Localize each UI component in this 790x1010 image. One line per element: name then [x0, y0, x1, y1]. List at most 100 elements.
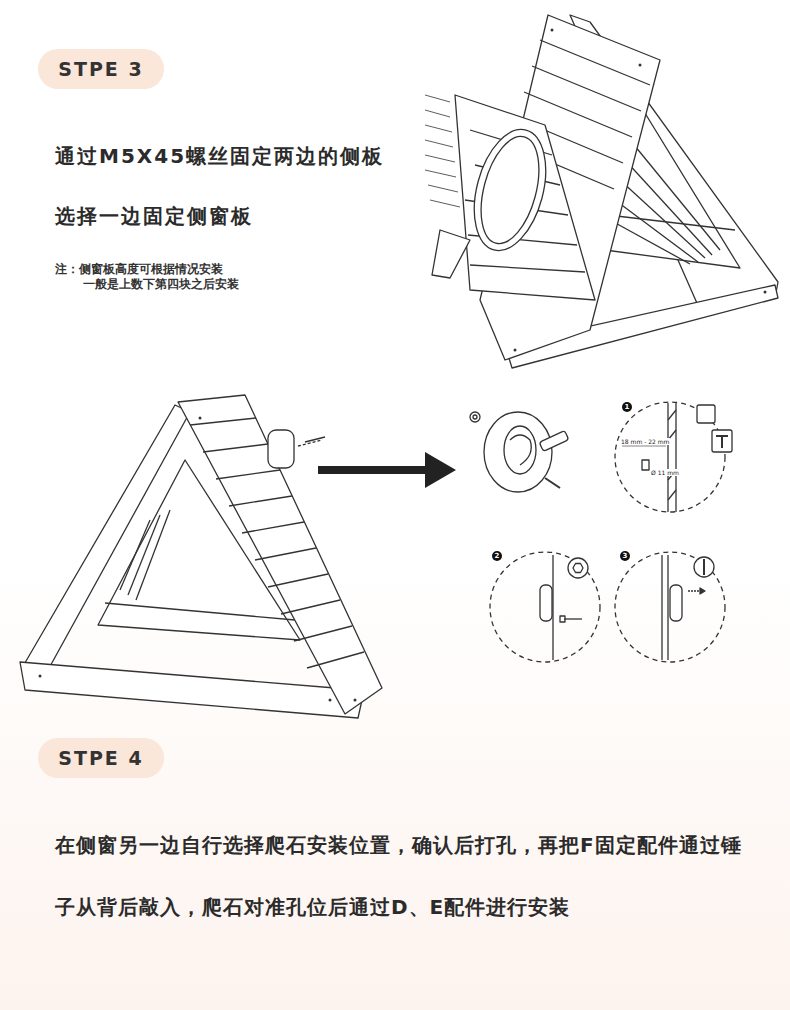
drawing-part — [305, 437, 325, 442]
drawing-part — [490, 552, 600, 662]
dimension: Ø 11 mm — [650, 469, 680, 476]
drawing-part — [470, 265, 585, 272]
drawing-part — [455, 95, 595, 300]
drawing-part — [670, 585, 682, 621]
drawing-part — [539, 431, 569, 452]
callout-number: 3 — [620, 551, 630, 561]
drawing-part — [425, 155, 455, 162]
drawing-part — [610, 220, 690, 264]
drawing-part — [668, 410, 676, 420]
drawing-part — [703, 559, 705, 575]
drawing-part — [268, 430, 294, 468]
drawing-part — [545, 478, 560, 488]
drawing-part — [630, 140, 720, 250]
drawing-part — [514, 349, 517, 352]
drawing-part — [255, 548, 316, 560]
drawing-part — [425, 95, 450, 102]
step-label: STPE 3 — [58, 58, 143, 80]
a-frame-step4 — [20, 395, 382, 718]
drawing-part — [203, 444, 268, 452]
drawing-part — [540, 585, 552, 621]
detail-3 — [662, 555, 714, 660]
big-arrow — [318, 452, 456, 488]
drawing-part — [573, 564, 583, 573]
drawing-part — [568, 558, 588, 578]
drawing-part — [128, 515, 160, 595]
drawing-part — [764, 291, 767, 294]
drawing-part — [504, 426, 536, 474]
drawing-part — [514, 29, 767, 352]
callout-number: 1 — [622, 402, 632, 412]
drawing-part — [39, 417, 357, 702]
drawing-part — [615, 200, 698, 262]
drawing-part — [721, 436, 723, 448]
drawing-part — [473, 415, 477, 419]
drawing-part — [329, 699, 332, 702]
instruction-text: 在侧窗另一边自行选择爬石安装位置，确认后打孔，再把F固定配件通过锤子从背后敲入，… — [55, 814, 755, 938]
drawing-part — [425, 110, 450, 117]
drawing-part — [564, 618, 582, 619]
drawing-part — [120, 520, 150, 590]
drawing-part — [294, 626, 352, 641]
drawing-part — [39, 675, 42, 678]
a-frame-step3 — [425, 15, 778, 368]
drawing-part — [608, 215, 735, 230]
drawing-part — [510, 435, 531, 465]
instruction-text: 通过M5X45螺丝固定两边的侧板 — [55, 143, 384, 170]
drawing-part — [615, 552, 725, 662]
drawing-part — [432, 230, 470, 278]
hold-exploded — [470, 412, 569, 492]
drawing-part — [425, 170, 456, 177]
note-text: 注：侧窗板高度可根据情况安装 一般是上数下第四块之后安装 — [55, 262, 293, 292]
drawing-part — [178, 395, 382, 714]
drawing-part — [281, 600, 340, 614]
drawing-part — [268, 574, 328, 587]
drawing-part — [425, 95, 460, 207]
drawing-part — [694, 557, 714, 577]
drawing-part — [136, 510, 170, 600]
drawing-part — [430, 200, 460, 207]
drawing-part — [712, 430, 732, 452]
drawing-part — [199, 417, 202, 420]
drawing-part — [105, 603, 295, 620]
drawing-part — [425, 140, 453, 147]
drawing-part — [615, 402, 725, 512]
drawing-part — [688, 590, 700, 591]
drawing-part — [667, 555, 668, 660]
drawing-part — [540, 40, 650, 85]
instruction-text: 选择一边固定侧窗板 — [55, 203, 253, 230]
step-label: STPE 4 — [58, 747, 143, 769]
drawing-part — [425, 125, 452, 132]
drawing-part — [675, 403, 676, 512]
drawing-part — [242, 522, 304, 533]
drawing-part — [20, 662, 362, 718]
drawing-part — [668, 490, 676, 500]
callout-number: 2 — [492, 551, 502, 561]
detail-2 — [540, 555, 588, 660]
drawing-part — [307, 652, 364, 668]
drawing-part — [700, 588, 705, 594]
drawing-part — [620, 180, 705, 258]
drawing-part — [532, 66, 641, 111]
drawing-part — [216, 470, 280, 479]
drawing-part — [470, 412, 480, 422]
drawing-part — [697, 405, 715, 423]
step-badge: STPE 4 — [38, 738, 164, 778]
step-badge: STPE 3 — [38, 49, 164, 89]
detail-circles — [490, 402, 725, 662]
drawing-part — [471, 130, 550, 250]
drawing-part — [639, 64, 642, 67]
drawing-part — [551, 29, 554, 32]
dimension: 18 mm - 22 mm — [620, 438, 670, 445]
drawing-part — [642, 460, 649, 470]
drawing-part — [354, 699, 357, 702]
drawing-part — [661, 555, 662, 660]
drawing-part — [428, 185, 458, 192]
drawing-part — [462, 122, 558, 259]
drawing-part — [229, 496, 292, 506]
detail-1 — [622, 403, 732, 512]
drawing-part — [560, 616, 565, 622]
drawing-part — [622, 446, 666, 447]
drawing-part — [484, 412, 552, 492]
